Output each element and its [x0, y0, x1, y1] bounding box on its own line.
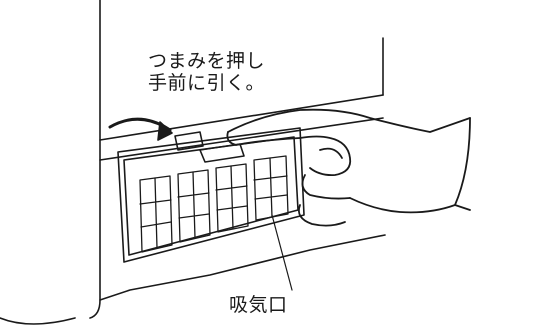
instruction-line-1: つまみを押し: [148, 50, 266, 72]
intake-label: 吸気口: [229, 294, 288, 316]
instruction-text: つまみを押し 手前に引く。: [148, 50, 265, 94]
intake-leader-line: [271, 214, 293, 291]
filter-knob: [174, 131, 245, 163]
instruction-line-2: 手前に引く。: [148, 72, 266, 94]
hand: [226, 108, 471, 227]
filter-panels: [139, 155, 289, 253]
appliance-body: [0, 0, 386, 325]
push-arrow: [108, 117, 173, 141]
